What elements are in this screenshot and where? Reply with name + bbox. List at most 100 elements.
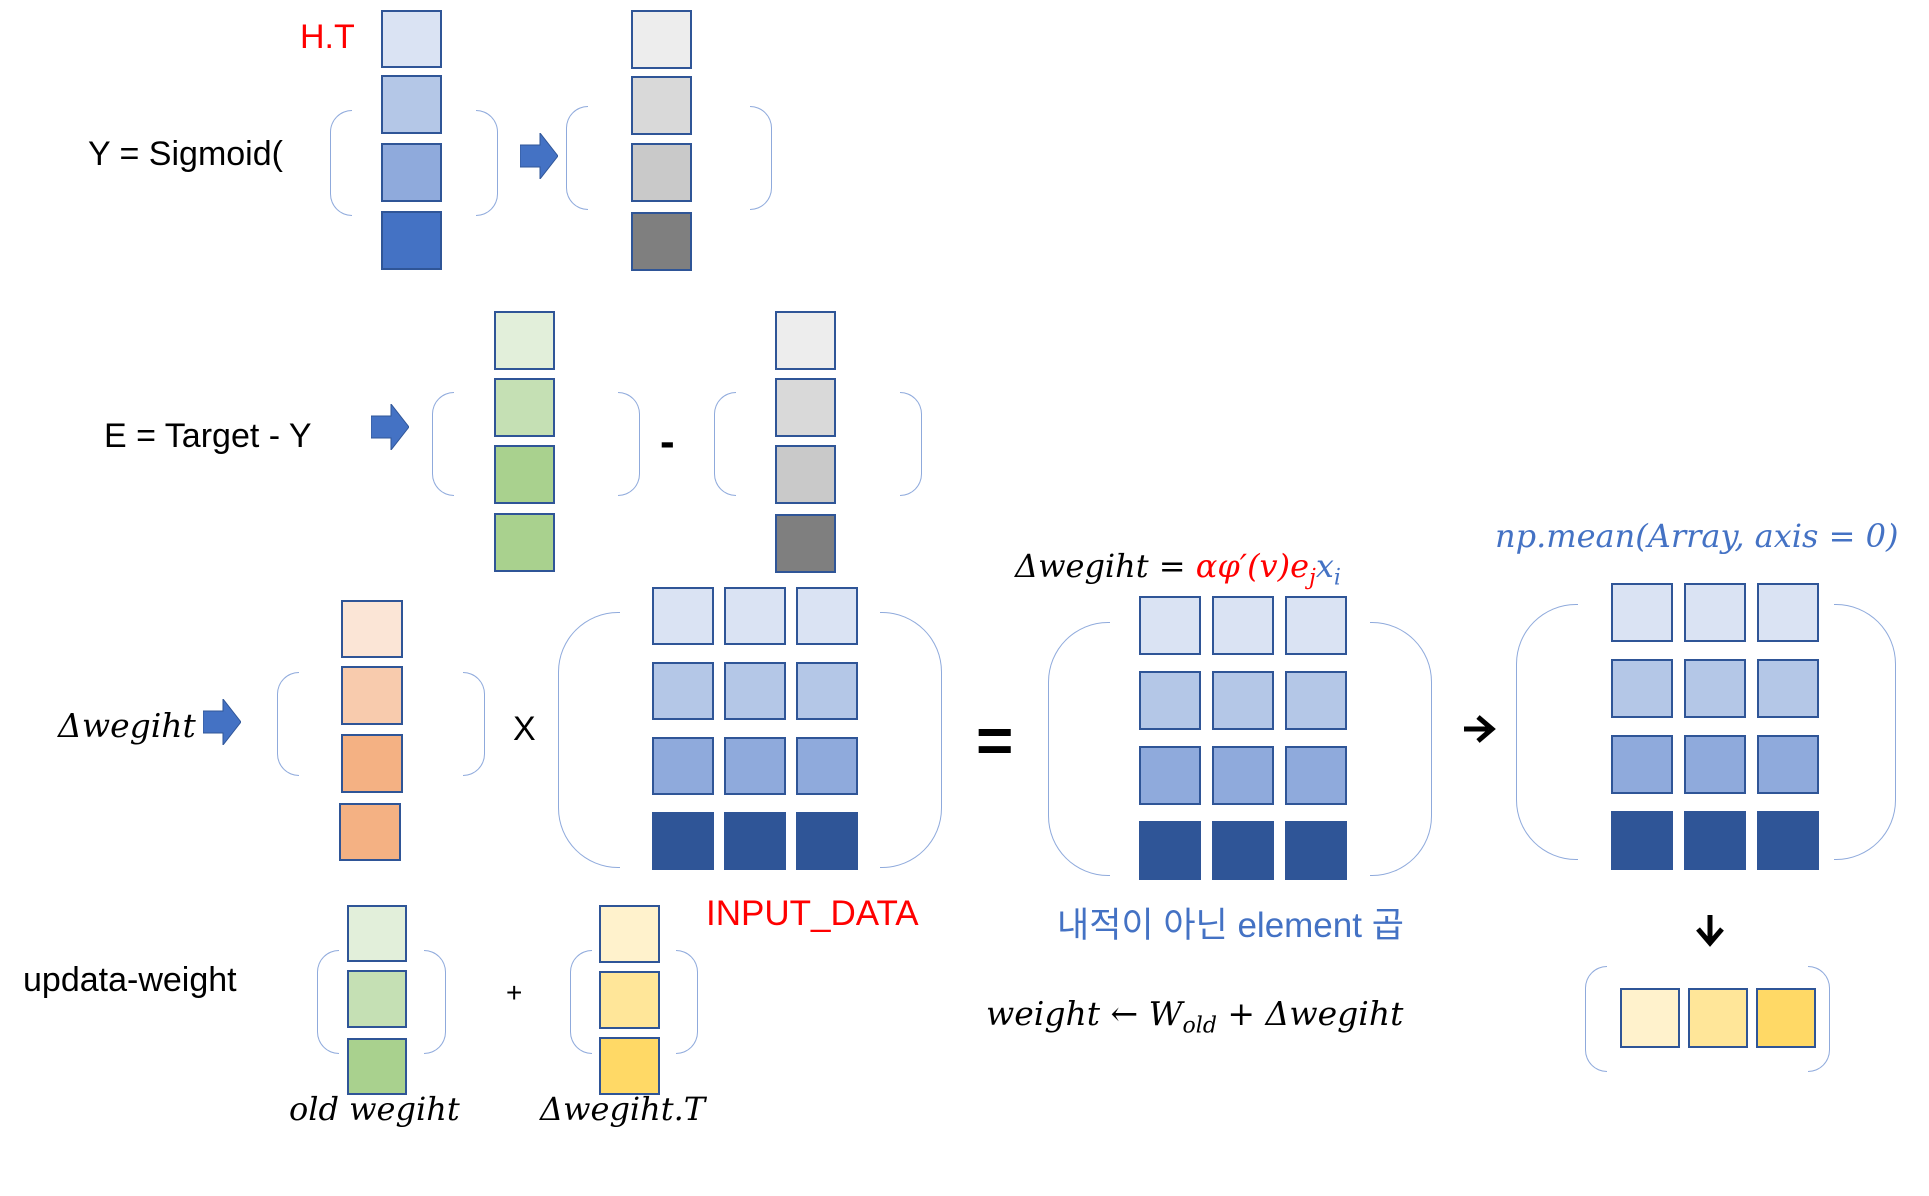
update-formula-rhs: + Δwegiht: [1216, 994, 1404, 1033]
matrix-cell: [796, 587, 858, 645]
bracket-left: [570, 950, 592, 1054]
bracket-left: [1048, 622, 1110, 876]
matrix-cell: [1684, 811, 1746, 870]
delta-weight-label: Δwegiht: [58, 706, 196, 745]
delta-weight-transpose-label: Δwegiht.T: [540, 1090, 706, 1128]
delta-weight-formula: Δwegiht = αφ′(v)ejxi: [1015, 550, 1341, 589]
matrix-cell: [1611, 735, 1673, 794]
bracket-left: [566, 106, 588, 210]
bracket-left: [558, 612, 620, 868]
vector-cell: [775, 311, 836, 370]
matrix-cell: [652, 812, 714, 870]
bracket-right: [1808, 966, 1830, 1072]
bracket-right: [900, 392, 922, 496]
vector-cell: [339, 803, 401, 861]
vector-cell: [631, 212, 692, 271]
bracket-left: [1516, 604, 1578, 860]
bracket-left: [432, 392, 454, 496]
matrix-cell: [1757, 659, 1819, 718]
vector-cell: [347, 905, 407, 962]
vector-cell: [599, 971, 660, 1029]
multiply-sign: X: [513, 710, 536, 748]
matrix-cell: [796, 812, 858, 870]
bracket-left: [317, 950, 339, 1054]
matrix-cell: [652, 737, 714, 795]
matrix-cell: [1212, 821, 1274, 880]
vector-cell: [381, 75, 442, 134]
matrix-cell: [1757, 735, 1819, 794]
matrix-cell: [652, 662, 714, 720]
elementwise-note: 내적이 아닌 element 곱: [1057, 906, 1404, 945]
y-sigmoid-label: Y = Sigmoid(: [88, 135, 283, 173]
vector-cell: [381, 143, 442, 202]
formula-subscript-j: j: [1309, 565, 1316, 591]
right-block-arrow-icon: [371, 404, 409, 450]
matrix-cell: [1285, 746, 1347, 805]
matrix-cell: [724, 737, 786, 795]
vector-cell: [347, 970, 407, 1028]
matrix-cell: [1139, 746, 1201, 805]
formula-lhs: Δwegiht =: [1015, 547, 1186, 585]
matrix-cell: [1139, 596, 1201, 655]
bracket-right: [676, 950, 698, 1054]
matrix-cell: [1212, 746, 1274, 805]
vector-cell: [775, 378, 836, 437]
vector-cell: [381, 211, 442, 270]
vector-cell: [775, 514, 836, 573]
equals-sign: =: [976, 704, 1014, 776]
matrix-cell: [724, 662, 786, 720]
matrix-cell: [724, 812, 786, 870]
np-mean-formula: np.mean(Array, axis = 0): [1495, 517, 1899, 555]
vector-cell: [1620, 988, 1680, 1048]
update-formula-subscript: old: [1182, 1013, 1217, 1039]
bracket-right: [1834, 604, 1896, 860]
update-formula-lhs: weight ← W: [986, 994, 1183, 1033]
vector-cell: [631, 76, 692, 135]
input-data-label: INPUT_DATA: [706, 894, 919, 933]
formula-rhs-red: αφ′(v)e: [1195, 547, 1310, 585]
right-block-arrow-icon: [203, 699, 241, 745]
bracket-right: [880, 612, 942, 868]
matrix-cell: [1611, 811, 1673, 870]
vector-cell: [599, 1037, 660, 1095]
ht-label: H.T: [300, 18, 355, 56]
vector-cell: [494, 378, 555, 437]
vector-cell: [494, 311, 555, 370]
vector-cell: [631, 143, 692, 202]
bracket-right: [424, 950, 446, 1054]
bracket-right: [1370, 622, 1432, 876]
matrix-cell: [1139, 671, 1201, 730]
matrix-cell: [1611, 583, 1673, 642]
plus-sign: +: [506, 977, 523, 1008]
matrix-cell: [1757, 811, 1819, 870]
minus-sign: -: [660, 417, 675, 466]
matrix-cell: [1611, 659, 1673, 718]
vector-cell: [775, 445, 836, 504]
vector-cell: [1688, 988, 1748, 1048]
matrix-cell: [1285, 596, 1347, 655]
update-formula: weight ← Wold + Δwegiht: [986, 997, 1403, 1038]
bracket-right: [476, 110, 498, 216]
down-arrow-icon: [1696, 915, 1724, 947]
right-arrow-icon: [1464, 715, 1496, 743]
bracket-right: [750, 106, 772, 210]
matrix-cell: [652, 587, 714, 645]
matrix-cell: [1285, 671, 1347, 730]
matrix-cell: [1139, 821, 1201, 880]
vector-cell: [341, 666, 403, 725]
matrix-cell: [796, 737, 858, 795]
bracket-left: [330, 110, 352, 216]
vector-cell: [341, 600, 403, 658]
old-weight-label: old wegiht: [289, 1090, 460, 1128]
vector-cell: [494, 513, 555, 572]
bracket-left: [1585, 966, 1607, 1072]
vector-cell: [381, 10, 442, 68]
vector-cell: [1756, 988, 1816, 1048]
vector-cell: [494, 445, 555, 504]
error-equation-label: E = Target - Y: [104, 417, 312, 455]
matrix-cell: [1684, 659, 1746, 718]
matrix-cell: [1684, 583, 1746, 642]
matrix-cell: [1757, 583, 1819, 642]
vector-cell: [631, 10, 692, 69]
